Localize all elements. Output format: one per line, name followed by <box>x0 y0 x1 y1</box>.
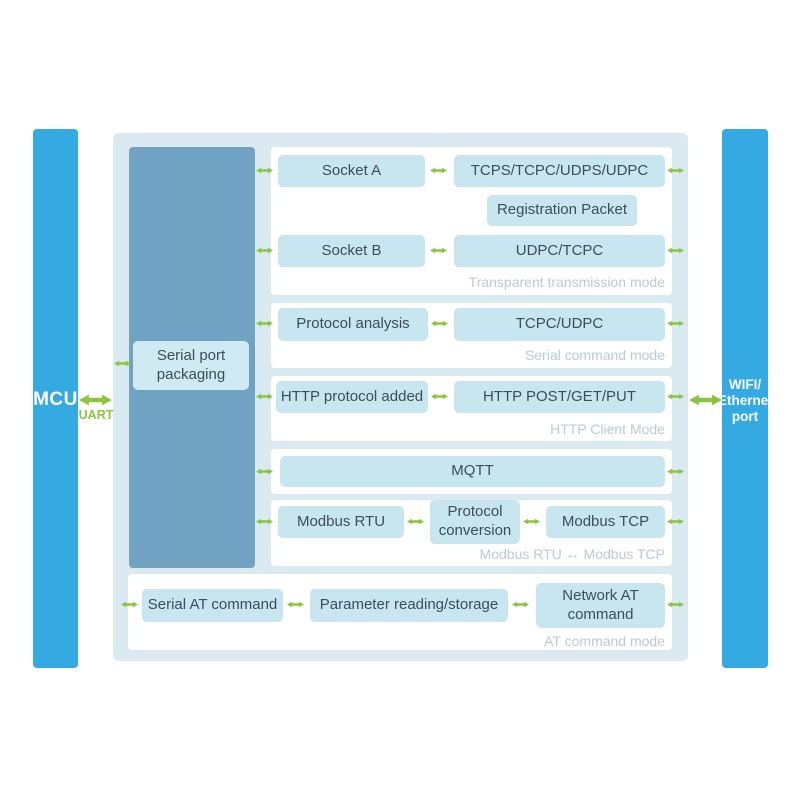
http-client-mode-label: HTTP Client Mode <box>550 421 665 437</box>
double-arrow-icon <box>256 466 273 477</box>
tcpc-udpc-box: TCPC/UDPC <box>454 308 665 341</box>
double-arrow-icon <box>430 245 447 256</box>
double-arrow-icon <box>667 245 684 256</box>
double-arrow-icon <box>523 516 540 527</box>
transparent-mode-label: Transparent transmission mode <box>468 274 665 290</box>
registration-packet-box: Registration Packet <box>487 195 637 226</box>
double-arrow-icon <box>667 599 684 610</box>
serial-command-mode-label: Serial command mode <box>524 347 665 363</box>
socket-b-box: Socket B <box>278 235 425 267</box>
double-arrow-icon <box>79 392 112 408</box>
modbus-mode-label: Modbus RTU ↔ Modbus TCP <box>479 546 665 562</box>
mcu-label: MCU <box>33 389 78 410</box>
at-command-mode-label: AT command mode <box>544 633 665 649</box>
double-arrow-icon <box>114 358 131 369</box>
double-arrow-icon <box>121 599 138 610</box>
double-arrow-icon <box>512 599 529 610</box>
socket-a-box: Socket A <box>278 155 425 187</box>
modbus-tcp-box: Modbus TCP <box>546 506 665 538</box>
double-arrow-icon <box>407 516 424 527</box>
serial-port-packaging-box: Serial port packaging <box>133 341 249 390</box>
network-at-command-box: Network AT command <box>536 583 665 628</box>
double-arrow-icon <box>256 245 273 256</box>
double-arrow-icon <box>256 516 273 527</box>
serial-at-command-box: Serial AT command <box>142 589 283 622</box>
double-arrow-icon <box>667 318 684 329</box>
http-post-get-put-box: HTTP POST/GET/PUT <box>454 381 665 413</box>
double-arrow-icon <box>667 516 684 527</box>
double-arrow-icon <box>667 165 684 176</box>
double-arrow-icon <box>256 318 273 329</box>
double-arrow-icon <box>667 391 684 402</box>
uart-label: UART <box>78 408 114 422</box>
tcps-tcpc-udps-udpc-box: TCPS/TCPC/UDPS/UDPC <box>454 155 665 187</box>
double-arrow-icon <box>431 391 448 402</box>
mqtt-box: MQTT <box>280 456 665 487</box>
double-arrow-icon <box>287 599 304 610</box>
mcu-bar: MCU <box>33 129 78 668</box>
udpc-tcpc-box: UDPC/TCPC <box>454 235 665 267</box>
double-arrow-icon <box>689 392 722 408</box>
double-arrow-icon <box>256 391 273 402</box>
wifi-ethernet-label: WIFI/ Ethernet port <box>718 377 773 424</box>
double-arrow-icon <box>256 165 273 176</box>
double-arrow-icon <box>430 165 447 176</box>
protocol-analysis-box: Protocol analysis <box>278 308 428 341</box>
double-arrow-icon <box>667 466 684 477</box>
parameter-reading-storage-box: Parameter reading/storage <box>310 589 508 622</box>
modbus-rtu-box: Modbus RTU <box>278 506 404 538</box>
http-protocol-added-box: HTTP protocol added <box>276 381 428 413</box>
double-arrow-icon <box>431 318 448 329</box>
protocol-conversion-box: Protocol conversion <box>430 500 520 544</box>
wifi-ethernet-bar: WIFI/ Ethernet port <box>718 129 773 668</box>
